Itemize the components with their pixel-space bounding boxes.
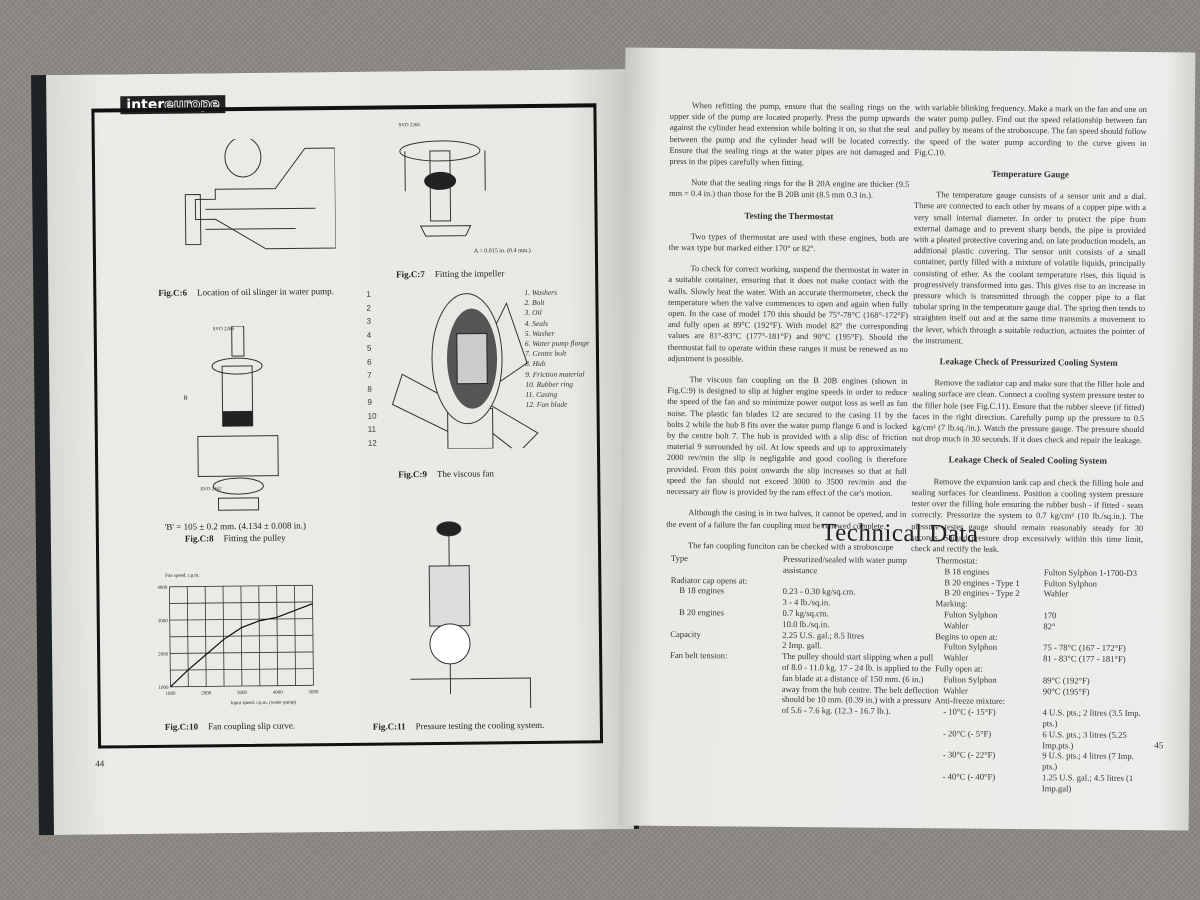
fig-c8-label-1: SVO 2266: [212, 327, 235, 333]
section-heading: Testing the Thermostat: [744, 210, 834, 221]
spec-row: - 10°C (- 15°F) 4 U.S. pts.; 2 litres (3.…: [934, 706, 1144, 729]
spec-value: 6 U.S. pts.; 3 litres (5.25 Imp.pts.): [1042, 728, 1127, 751]
spec-label: - 30°C (- 22°F): [934, 749, 996, 761]
fig-c7-dimension: A = 0.015 in. (0.4 mm.): [473, 247, 531, 255]
section-heading: Leakage Check of Sealed Cooling System: [948, 454, 1107, 467]
spec-value: Fulton Sylphon: [1043, 577, 1098, 589]
spec-value: 0.7 kg/sq.cm. 10.0 lb./sq.in.: [782, 607, 830, 630]
spec-value: 75 - 78°C (167 - 172°F): [1043, 642, 1126, 654]
page-number-left: 44: [95, 758, 105, 769]
spec-value: 90°C (195°F): [1042, 685, 1090, 697]
spec-label: - 40°C (- 40°F): [934, 771, 996, 782]
grid-line: [170, 668, 314, 671]
y-tick-label: 4000: [157, 586, 168, 591]
chart-y-label: Fan speed, r.p.m.: [165, 573, 200, 579]
spec-row: B 20 engines 0.7 kg/sq.cm. 10.0 lb./sq.in…: [670, 607, 940, 631]
y-tick-label: 1000: [158, 686, 169, 691]
spec-row: - 30°C (- 22°F) 9 U.S. pts.; 4 litres (7 …: [934, 750, 1144, 773]
grid-line: [169, 601, 313, 604]
paragraph: The viscous fan coupling on the B 20B en…: [666, 375, 908, 498]
page-number-right: 45: [1154, 740, 1164, 751]
spec-value: Pressurized/sealed with water pump assis…: [782, 553, 907, 576]
spec-row: - 40°C (- 40°F) 1.25 U.S. gal.; 4.5 litre…: [934, 771, 1144, 794]
spec-row: - 20°C (- 5°F) 6 U.S. pts.; 3 litres (5.2…: [934, 728, 1144, 751]
spec-label: - 10°C (- 15°F): [934, 706, 996, 717]
x-tick-label: 3000: [237, 691, 248, 696]
spec-value: 82°: [1043, 620, 1056, 632]
fig-c8-label-2: SVO 2462: [200, 487, 222, 493]
x-tick-label: 4000: [273, 691, 284, 696]
fan-slip-chart: 1000 2000 3000 4000 5000 1000 2000 3000 4000: [157, 584, 319, 697]
water-pump-drawing: [184, 138, 337, 250]
spec-label: Capacity: [670, 628, 701, 639]
spec-value: 89°C (192°F): [1042, 674, 1090, 686]
paragraph: The temperature gauge consists of a sens…: [912, 190, 1147, 346]
right-page: When refitting the pump, ensure that the…: [618, 47, 1196, 831]
pressure-tester-drawing: [410, 521, 532, 709]
spec-row: Capacity 2.25 U.S. gal.; 8.5 litres 2 Imp…: [670, 629, 940, 653]
spec-value: 170: [1043, 610, 1057, 621]
spec-value: Fulton Sylphon 1-1700-D3: [1043, 566, 1137, 578]
spec-value: 81 - 83°C (177 - 181°F): [1043, 653, 1126, 665]
spec-value: 4 U.S. pts.; 2 litres (3.5 Imp. pts.): [1042, 707, 1141, 729]
chart-x-label: Input speed, r.p.m. (water pump): [230, 700, 297, 707]
grid-line: [170, 651, 314, 654]
x-tick-label: 2000: [201, 691, 212, 696]
slip-curve: [170, 603, 313, 688]
paragraph: Two types of thermostat are used with th…: [668, 231, 909, 254]
viscous-fan-drawing: [391, 293, 539, 450]
spec-row: B 18 engines 0.23 - 0.30 kg/sq.cm. 3 - 4 …: [671, 585, 941, 609]
spec-value: 1.25 U.S. gal.; 4.5 litres (1 Imp.gal): [1041, 772, 1134, 794]
fig-c8-label-b: B: [183, 395, 188, 402]
grid-line: [169, 584, 313, 588]
section-heading: Temperature Gauge: [991, 168, 1069, 180]
pulley-drawing: [197, 325, 279, 511]
x-tick-label: 1000: [166, 692, 177, 697]
spec-row: Type Pressurized/sealed with water pump a…: [671, 553, 941, 577]
impeller-drawing: [399, 140, 486, 237]
spec-value: Wahler: [1043, 588, 1069, 599]
spec-value: 0.23 - 0.30 kg/sq.cm. 3 - 4 lb./sq.in.: [782, 586, 856, 608]
spec-row: Fan belt tension: The pulley should start…: [670, 650, 941, 717]
technical-data-heading: Technical Data: [821, 519, 979, 548]
grid-line: [170, 684, 314, 688]
grid-line: [169, 618, 313, 621]
text-column-1: When refitting the pump, ensure that the…: [666, 100, 910, 563]
spec-value: The pulley should start slipping when a …: [781, 651, 939, 717]
y-tick-label: 3000: [158, 619, 169, 624]
spec-label: Type: [670, 552, 689, 564]
y-tick-label: 2000: [158, 652, 169, 657]
paragraph: To check for correct working, suspend th…: [667, 264, 909, 364]
paragraph: Remove the radiator cap and make sure th…: [911, 378, 1145, 446]
spec-value: 9 U.S. pts.; 4 litres (7 Imp. pts.): [1042, 750, 1134, 772]
grid-line: [169, 634, 313, 638]
text-column-2: with variable blinking frequency. Make a…: [911, 102, 1147, 566]
paragraph: with variable blinking frequency. Make a…: [914, 103, 1147, 158]
section-heading: Leakage Check of Pressurized Cooling Sys…: [939, 356, 1118, 368]
spec-value: 2.25 U.S. gal.; 8.5 litres 2 Imp. gall.: [782, 629, 865, 651]
spec-label: Fan belt tension:: [670, 650, 728, 661]
technical-data-left: Type Pressurized/sealed with water pump a…: [670, 553, 941, 717]
fig-c8-note: 'B' = 105 ± 0.2 mm. (4.134 ± 0.008 in.): [164, 520, 307, 532]
spec-label: B 18 engines: [670, 585, 725, 596]
x-tick-label: 5000: [308, 690, 319, 695]
paragraph: When refitting the pump, ensure that the…: [669, 101, 910, 168]
spec-label: - 20°C (- 5°F): [934, 728, 992, 739]
fig-c7-label: SVO 2266: [398, 123, 420, 129]
paragraph: Note that the sealing rings for the B 20…: [669, 178, 910, 201]
spec-label: B 20 engines: [670, 606, 724, 618]
